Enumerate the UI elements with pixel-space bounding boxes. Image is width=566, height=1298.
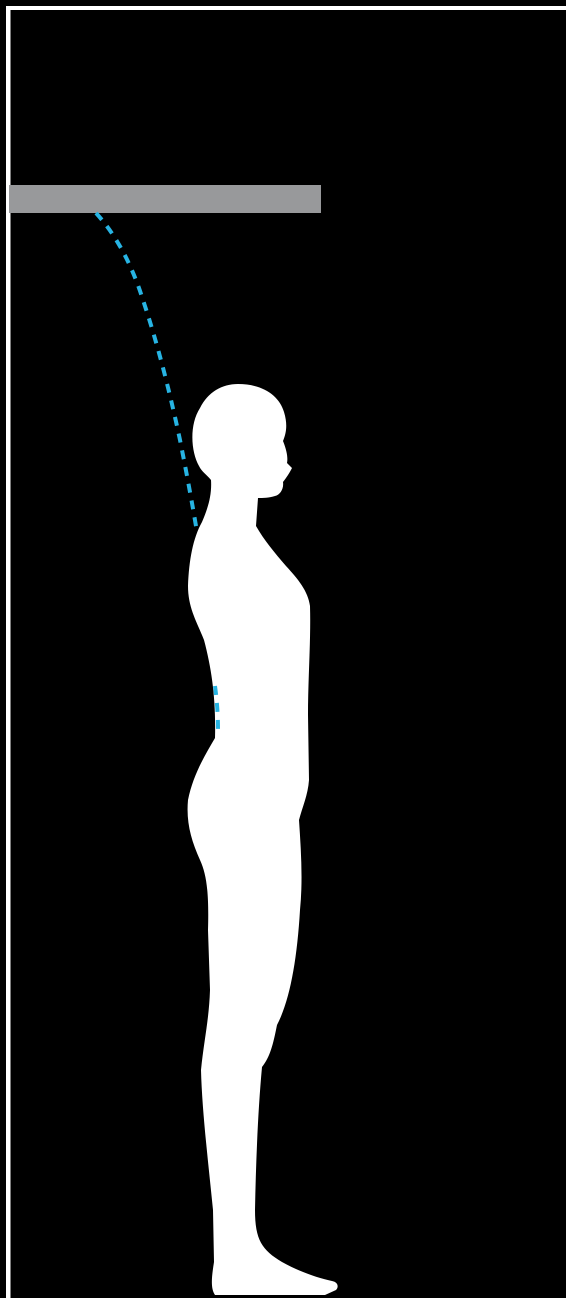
overhead-bar [9,185,321,213]
standing-person-silhouette [188,384,338,1295]
dashed-guide-curve [96,213,197,532]
